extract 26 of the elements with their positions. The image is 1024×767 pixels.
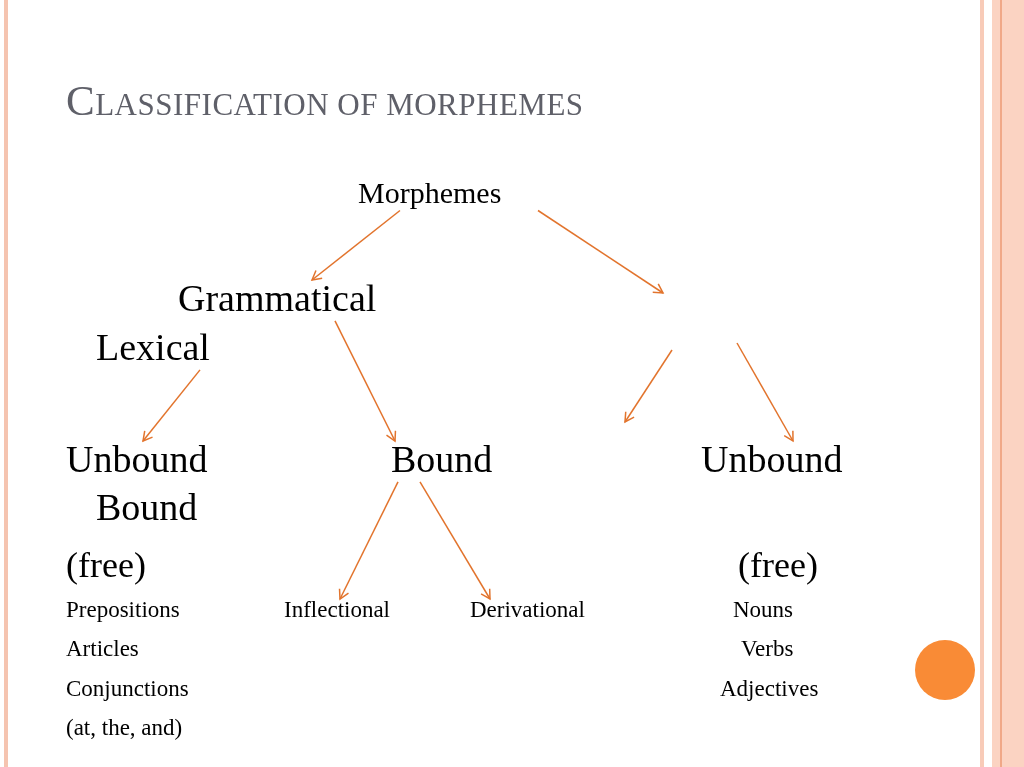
arrow	[537, 209, 664, 294]
arrow	[338, 481, 399, 600]
list-item: (at, the, and)	[66, 716, 183, 741]
node-label: Unbound	[66, 440, 208, 480]
node-label: Derivational	[470, 598, 585, 623]
node-label: Grammatical	[178, 279, 377, 319]
arrow	[334, 320, 397, 442]
node-label: Morphemes	[358, 177, 502, 209]
list-item: Nouns	[733, 598, 794, 623]
list-item: Articles	[66, 637, 139, 662]
list-item: Prepositions	[66, 598, 180, 623]
arrow	[311, 209, 401, 281]
node-label: (free)	[66, 547, 146, 585]
slide-title: CLASSIFICATION OF MORPHEMES	[66, 76, 584, 125]
arrow	[142, 369, 201, 442]
list-item: Conjunctions	[66, 677, 189, 702]
list-item: Verbs	[741, 637, 794, 662]
node-label: Bound	[391, 440, 493, 480]
list-item: Adjectives	[720, 677, 819, 702]
arrow	[736, 342, 794, 442]
arrow	[419, 481, 491, 600]
node-label: Inflectional	[284, 598, 390, 623]
node-label: Unbound	[701, 440, 843, 480]
node-label: Bound	[96, 488, 198, 528]
node-label: Lexical	[96, 328, 210, 368]
node-label: (free)	[738, 547, 818, 585]
